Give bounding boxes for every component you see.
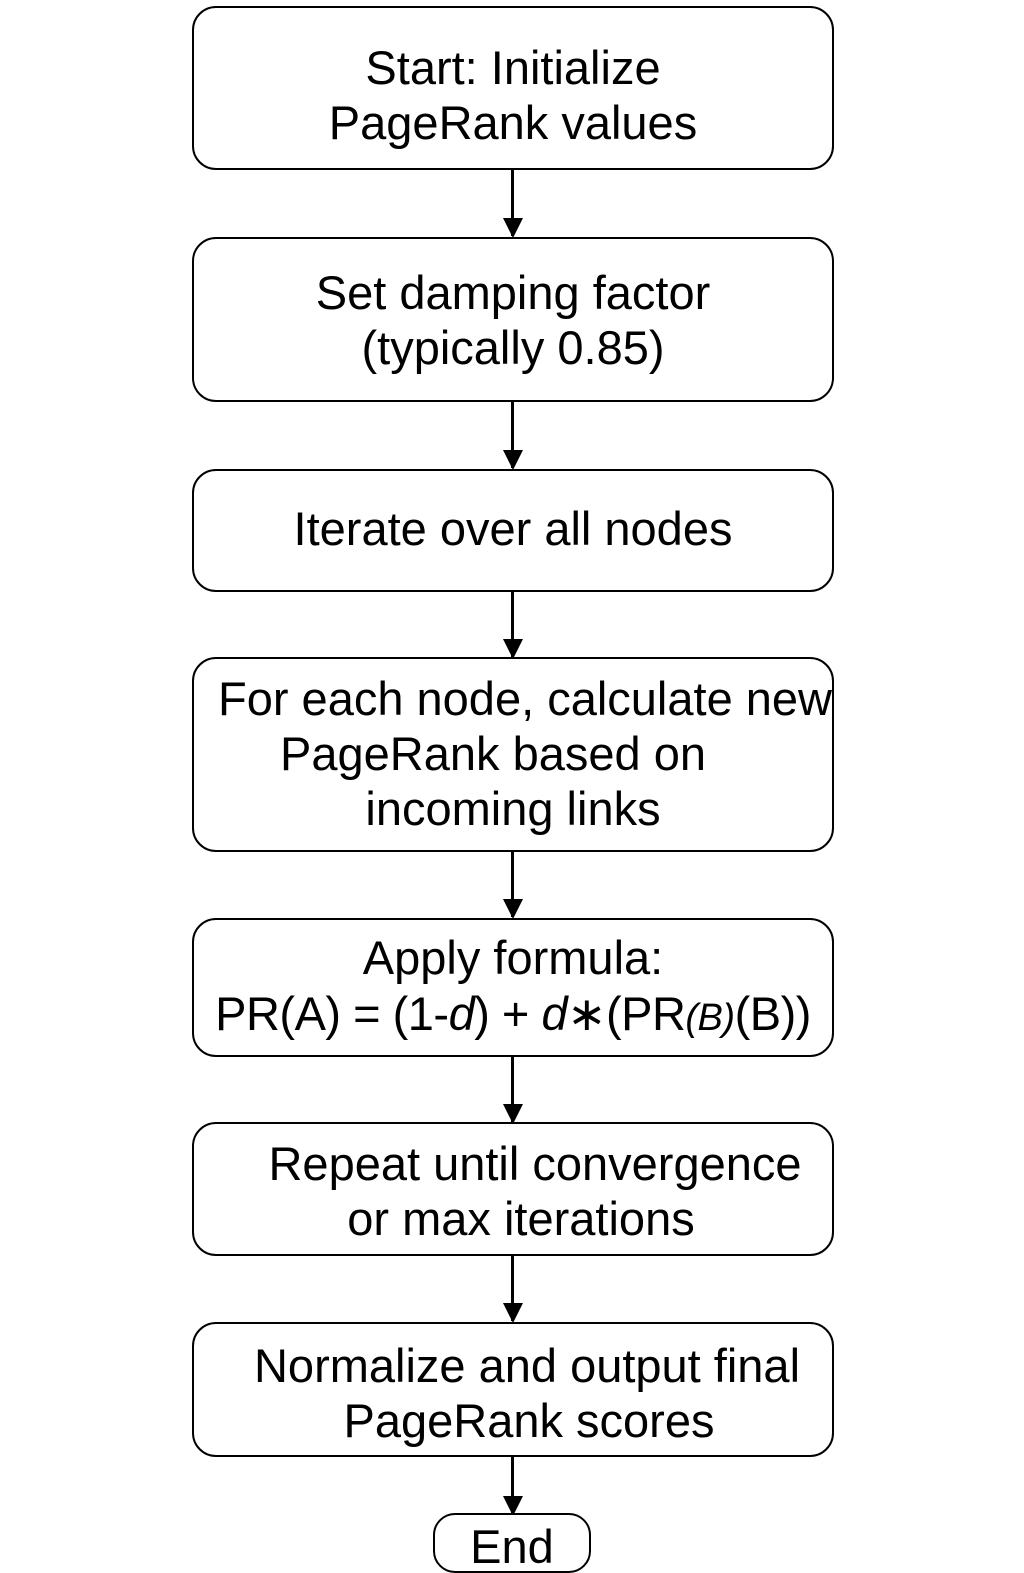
calculate-node-line-1: For each node, calculate new xyxy=(218,672,832,725)
arrow-2 xyxy=(502,402,523,470)
arrow-5 xyxy=(502,1057,523,1124)
repeat-node-line-1: Repeat until convergence xyxy=(268,1137,802,1190)
formula-part-g: (B)) xyxy=(734,987,812,1040)
damping-node: Set damping factor (typically 0.85) xyxy=(192,237,834,402)
arrow-3 xyxy=(502,592,523,659)
formula-node-line-1: Apply formula: xyxy=(362,931,664,984)
end-node-label: End xyxy=(470,1520,554,1573)
arrow-7 xyxy=(502,1457,523,1516)
formula-part-e: ∗(PR xyxy=(567,987,686,1040)
arrow-1 xyxy=(502,170,523,238)
normalize-node-line-1: Normalize and output final xyxy=(253,1339,801,1392)
normalize-node: Normalize and output final PageRank scor… xyxy=(192,1322,834,1457)
formula-part-c: ) + xyxy=(474,987,542,1040)
formula-d-symbol: d xyxy=(448,987,475,1040)
repeat-node-line-2: or max iterations xyxy=(347,1192,695,1245)
formula-part-a: PR(A) = (1- xyxy=(215,987,449,1040)
start-node-line-1: Start: Initialize xyxy=(365,41,661,94)
damping-node-line-2: (typically 0.85) xyxy=(361,321,665,374)
arrow-4 xyxy=(502,852,523,919)
iterate-node-line-1: Iterate over all nodes xyxy=(293,502,733,555)
start-node-line-2: PageRank values xyxy=(328,96,698,149)
damping-node-line-1: Set damping factor xyxy=(315,266,711,319)
calculate-node: For each node, calculate new PageRank ba… xyxy=(192,657,834,852)
end-node: End xyxy=(433,1513,591,1573)
formula-node: Apply formula: PR(A) = (1-d) + d∗(PR(B)(… xyxy=(192,918,834,1057)
arrow-6 xyxy=(502,1256,523,1323)
calculate-node-line-2: PageRank based on xyxy=(280,727,706,780)
calculate-node-line-3: incoming links xyxy=(365,782,661,835)
repeat-node: Repeat until convergence or max iteratio… xyxy=(192,1122,834,1256)
normalize-node-line-2: PageRank scores xyxy=(343,1394,715,1447)
formula-d-symbol-2: d xyxy=(541,987,568,1040)
formula-part-f: (B) xyxy=(685,997,735,1039)
iterate-node: Iterate over all nodes xyxy=(192,469,834,592)
start-node: Start: Initialize PageRank values xyxy=(192,6,834,170)
formula-expression: PR(A) = (1-d) + d∗(PR(B)(B)) xyxy=(194,986,832,1046)
